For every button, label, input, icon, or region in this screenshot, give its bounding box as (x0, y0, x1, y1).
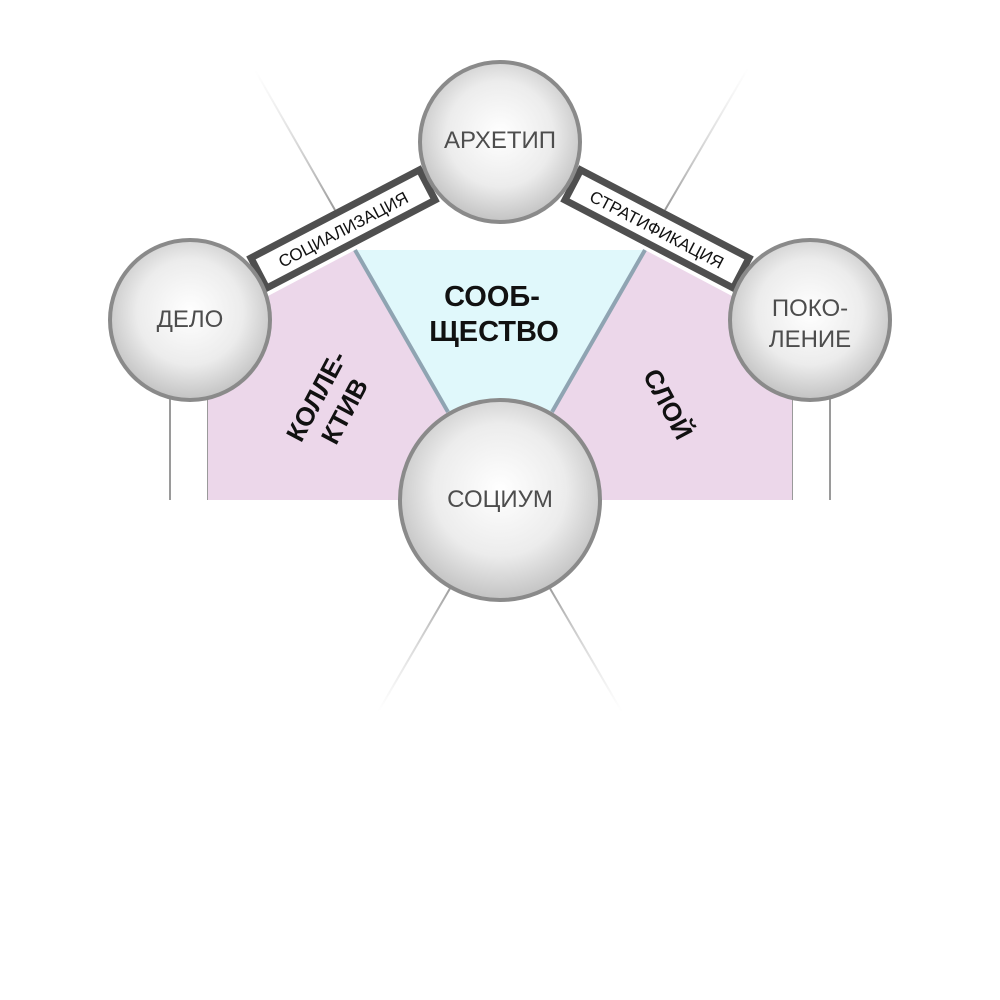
node-socium: СОЦИУМ (398, 398, 602, 602)
guide-line-upper-left (254, 69, 336, 211)
node-delo: ДЕЛО (108, 238, 272, 402)
center-edge-right (550, 249, 647, 413)
center-edge-left (353, 249, 450, 413)
archetype-label: АРХЕТИП (444, 127, 556, 154)
pokolenie-label-line2: ЛЕНИЕ (769, 326, 851, 353)
guide-line-upper-right (664, 67, 749, 211)
guide-line-lower-right (547, 584, 623, 713)
guide-line-lower-left (377, 584, 453, 713)
left-legs (169, 395, 209, 590)
node-pokolenie: ПОКО- ЛЕНИЕ (728, 238, 892, 402)
soobshchestvo-label-line1: СООБ- (444, 281, 540, 313)
socium-label: СОЦИУМ (447, 486, 553, 513)
node-archetype: АРХЕТИП (418, 60, 582, 224)
right-legs (791, 395, 831, 590)
soobshchestvo-label-line2: ЩЕСТВО (429, 316, 559, 348)
soobshchestvo-region (355, 250, 645, 500)
delo-label: ДЕЛО (157, 306, 224, 333)
pokolenie-label-line1: ПОКО- (772, 295, 848, 322)
